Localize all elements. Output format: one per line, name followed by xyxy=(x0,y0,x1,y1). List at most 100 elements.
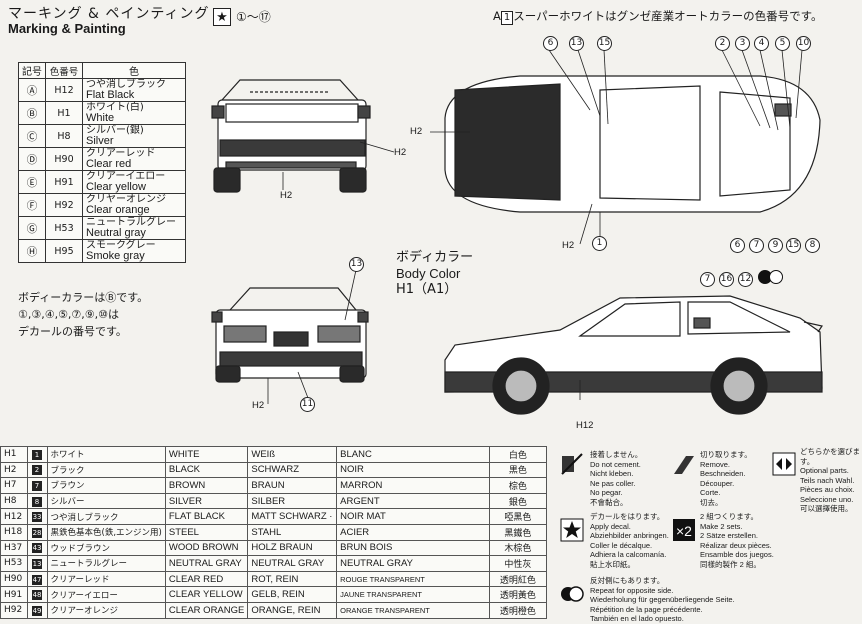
paint-number: 7 xyxy=(26,477,48,494)
paint-kanji: 白色 xyxy=(488,446,548,463)
legend-code: H92 xyxy=(45,193,83,217)
paint-kanji: 透明黃色 xyxy=(488,586,548,603)
callout-15-bottom: 15 xyxy=(786,238,801,253)
paint-number-badge: 13 xyxy=(32,558,43,569)
paint-fr: BRUN BOIS xyxy=(336,539,490,557)
no-cement-text: 接着しません。 Do not cement. Nicht kleben. Ne … xyxy=(590,450,642,507)
decal-range: ①〜⑰ xyxy=(236,10,271,24)
make-two-de: 2 Sätze erstellen. xyxy=(700,531,758,540)
paint-en: BLACK xyxy=(164,461,249,479)
callout-6-top: 6 xyxy=(543,36,558,51)
top-note-text: スーパーホワイトはグンゼ産業オートカラーの色番号です。 xyxy=(513,9,823,23)
paint-kanji: 木棕色 xyxy=(488,539,548,557)
make-two-jp: 2 組つくります。 xyxy=(700,512,759,521)
paint-jp: クリアーレッド xyxy=(46,570,166,588)
h12-label-side: H12 xyxy=(576,420,594,431)
paint-number-badge: 48 xyxy=(32,590,43,601)
paint-kanji: 棕色 xyxy=(488,477,548,494)
callout-12: 12 xyxy=(738,272,753,287)
legend-symbol: Ⓔ xyxy=(18,170,46,194)
optional-parts-icon xyxy=(772,452,796,476)
paint-number-badge: 8 xyxy=(32,496,43,507)
paint-kanji: 銀色 xyxy=(488,492,548,510)
decal-fr: Coller le décalque. xyxy=(590,540,653,550)
paint-kanji: 中性灰 xyxy=(488,555,548,572)
title-jp: マーキング & ペインティング xyxy=(8,6,210,22)
paint-number: 47 xyxy=(26,570,48,588)
paint-number: 13 xyxy=(26,555,48,572)
side-view-drawing xyxy=(444,295,823,415)
paint-code: H7 xyxy=(0,477,28,494)
paint-de: HOLZ BRAUN xyxy=(247,539,338,557)
paint-en: CLEAR ORANGE xyxy=(164,601,249,619)
paint-jp: 黒鉄色基本色(鉄,エンジン用) xyxy=(46,523,166,541)
paint-number-badge: 1 xyxy=(32,449,43,460)
paint-number-badge: 43 xyxy=(32,543,43,554)
legend-code: H91 xyxy=(45,170,83,194)
no-cement-es: No pegar. xyxy=(590,488,623,497)
legend-en: Neutral gray xyxy=(86,227,146,239)
paint-number: 48 xyxy=(26,586,48,603)
paint-number: 43 xyxy=(26,539,48,557)
paint-number-badge: 2 xyxy=(32,465,43,476)
callout-13-rear: 13 xyxy=(349,257,364,272)
paint-code: H92 xyxy=(0,601,28,619)
legend-code: H53 xyxy=(45,216,83,240)
paint-jp: ブラウン xyxy=(46,477,166,494)
paint-number: 49 xyxy=(26,601,48,619)
cut-off-cn: 切去。 xyxy=(700,497,723,507)
paint-jp: ブラック xyxy=(46,461,166,479)
legend-jp: つや消しブラック xyxy=(86,79,166,90)
callout-3: 3 xyxy=(735,36,750,51)
paint-fr: NEUTRAL GRAY xyxy=(336,555,490,572)
paint-fr: NOIR xyxy=(336,461,490,479)
h2-label-front: H2 xyxy=(394,147,407,158)
make-two-fr: Réalizar deux pièces. xyxy=(700,540,772,550)
body-color-jp: ボディカラー xyxy=(396,250,474,265)
paint-de: ROT, REIN xyxy=(247,570,338,588)
paint-jp: ウッドブラウン xyxy=(46,539,166,557)
callout-7-bottom: 7 xyxy=(749,238,764,253)
paint-kanji: 透明橙色 xyxy=(488,601,548,619)
paint-en: STEEL xyxy=(164,523,249,541)
paint-code: H18 xyxy=(0,523,28,541)
cut-off-fr: Découper. xyxy=(700,478,735,488)
legend-jp: ニュートラルグレー xyxy=(86,217,176,228)
optional-en: Optional parts. xyxy=(800,466,849,475)
callout-6-bottom: 6 xyxy=(730,238,745,253)
paint-en: WHITE xyxy=(164,446,249,463)
paint-en: WOOD BROWN xyxy=(164,539,249,557)
title-en: Marking & Painting xyxy=(8,21,126,36)
make-two-sets-icon: ×2 xyxy=(672,518,696,542)
apply-decal-text: デカールをはります。 Apply decal. Abziehbilder anb… xyxy=(590,512,669,569)
decal-numbers-note-1: ①,③,④,⑤,⑦,⑨,⑩は xyxy=(18,308,120,321)
legend-en: Clear red xyxy=(86,158,132,170)
decal-numbers-note-2: デカールの番号です。 xyxy=(18,325,127,338)
paint-number-badge: 49 xyxy=(32,605,43,616)
legend-jp: クリアーレッド xyxy=(86,148,156,159)
callout-5: 5 xyxy=(775,36,790,51)
legend-code: H90 xyxy=(45,147,83,171)
legend-jp: ホワイト(白) xyxy=(86,102,144,113)
legend-color-name: ホワイト(白)White xyxy=(82,101,186,125)
body-color-block: ボディカラー Body Color H1（A1） xyxy=(396,250,473,298)
h2-label-top-bottom: H2 xyxy=(562,240,575,251)
make-two-es: Ensamble dos juegos. xyxy=(700,550,774,559)
paint-jp: ニュートラルグレー xyxy=(46,555,166,572)
paint-de: NEUTRAL GRAY xyxy=(247,555,338,572)
